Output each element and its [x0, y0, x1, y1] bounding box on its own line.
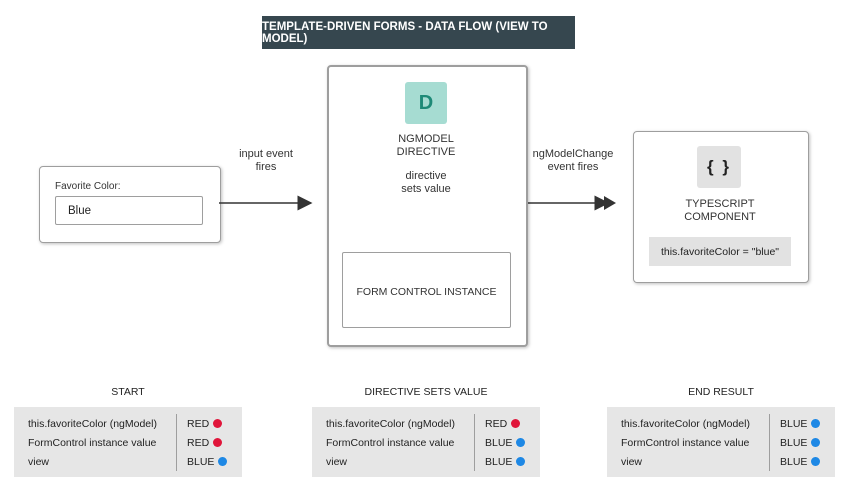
favorite-color-assignment: this.favoriteColor = "blue": [649, 237, 791, 266]
row-value: BLUE: [780, 436, 808, 449]
typescript-label-line2: COMPONENT: [684, 211, 756, 223]
table-row: view BLUE: [326, 452, 530, 471]
row-name: view: [326, 455, 348, 468]
table-row: FormControl instance value RED: [28, 433, 232, 452]
ngmodelchange-arrowhead-double: [604, 196, 616, 210]
blue-dot-icon: [811, 457, 820, 466]
braces-icon: { }: [697, 146, 741, 188]
row-value: RED: [485, 417, 508, 430]
blue-dot-icon: [218, 457, 227, 466]
red-dot-icon: [213, 419, 223, 428]
form-control-instance-label: FORM CONTROL INSTANCE: [356, 286, 497, 298]
row-value: RED: [187, 417, 210, 430]
blue-dot-icon: [516, 438, 525, 447]
table-row: FormControl instance value BLUE: [326, 433, 530, 452]
row-name: view: [621, 455, 643, 468]
table-row: this.favoriteColor (ngModel) RED: [28, 414, 232, 433]
end-result-section: END RESULT this.favoriteColor (ngModel) B…: [607, 386, 835, 477]
start-table: this.favoriteColor (ngModel) RED FormCont…: [14, 407, 242, 477]
ngmodelchange-label: ngModelChange event fires: [525, 148, 621, 174]
directive-sets-value-section: DIRECTIVE SETS VALUE this.favoriteColor …: [312, 386, 540, 477]
row-name: this.favoriteColor (ngModel): [621, 417, 750, 430]
ngmodel-label-line1: NGMODEL: [398, 133, 454, 145]
end-result-table: this.favoriteColor (ngModel) BLUE FormCon…: [607, 407, 835, 477]
ngmodelchange-label-line2: event fires: [547, 161, 599, 173]
row-value: BLUE: [780, 455, 808, 468]
row-value: RED: [187, 436, 210, 449]
input-event-label: input event fires: [226, 148, 306, 174]
blue-dot-icon: [811, 419, 820, 428]
input-event-label-line1: input event: [239, 148, 293, 160]
input-event-label-line2: fires: [255, 161, 277, 173]
directive-sets-value-label: directive sets value: [367, 170, 485, 196]
favorite-color-label: Favorite Color:: [55, 181, 121, 192]
table-row: this.favoriteColor (ngModel) BLUE: [621, 414, 825, 433]
diagram-title: TEMPLATE-DRIVEN FORMS - DATA FLOW (VIEW …: [262, 16, 575, 49]
red-dot-icon: [213, 438, 223, 447]
favorite-color-input[interactable]: Blue: [55, 196, 203, 225]
start-section: START this.favoriteColor (ngModel) RED Fo…: [14, 386, 242, 477]
row-value: BLUE: [780, 417, 808, 430]
row-value: BLUE: [485, 436, 513, 449]
form-control-instance-box: [342, 252, 511, 328]
row-name: FormControl instance value: [621, 436, 750, 449]
row-value: BLUE: [485, 455, 513, 468]
row-value: BLUE: [187, 455, 215, 468]
directive-sets-value-title: DIRECTIVE SETS VALUE: [364, 386, 488, 398]
start-title: START: [111, 386, 145, 398]
directive-sets-line1: directive: [405, 170, 447, 182]
ngmodelchange-label-line1: ngModelChange: [532, 148, 614, 160]
table-row: FormControl instance value BLUE: [621, 433, 825, 452]
row-name: this.favoriteColor (ngModel): [326, 417, 455, 430]
row-name: this.favoriteColor (ngModel): [28, 417, 157, 430]
blue-dot-icon: [516, 457, 525, 466]
end-result-title: END RESULT: [688, 386, 754, 398]
red-dot-icon: [511, 419, 521, 428]
directive-icon: D: [405, 82, 447, 124]
row-name: FormControl instance value: [326, 436, 455, 449]
row-name: view: [28, 455, 50, 468]
typescript-label-line1: TYPESCRIPT: [685, 198, 755, 210]
table-row: view BLUE: [28, 452, 232, 471]
directive-sets-line2: sets value: [401, 183, 451, 195]
table-row: view BLUE: [621, 452, 825, 471]
typescript-component-label: TYPESCRIPT COMPONENT: [659, 198, 781, 224]
ngmodel-directive-label: NGMODEL DIRECTIVE: [367, 133, 485, 159]
table-row: this.favoriteColor (ngModel) RED: [326, 414, 530, 433]
ngmodel-label-line2: DIRECTIVE: [396, 146, 456, 158]
directive-sets-value-table: this.favoriteColor (ngModel) RED FormCont…: [312, 407, 540, 477]
row-name: FormControl instance value: [28, 436, 157, 449]
blue-dot-icon: [811, 438, 820, 447]
